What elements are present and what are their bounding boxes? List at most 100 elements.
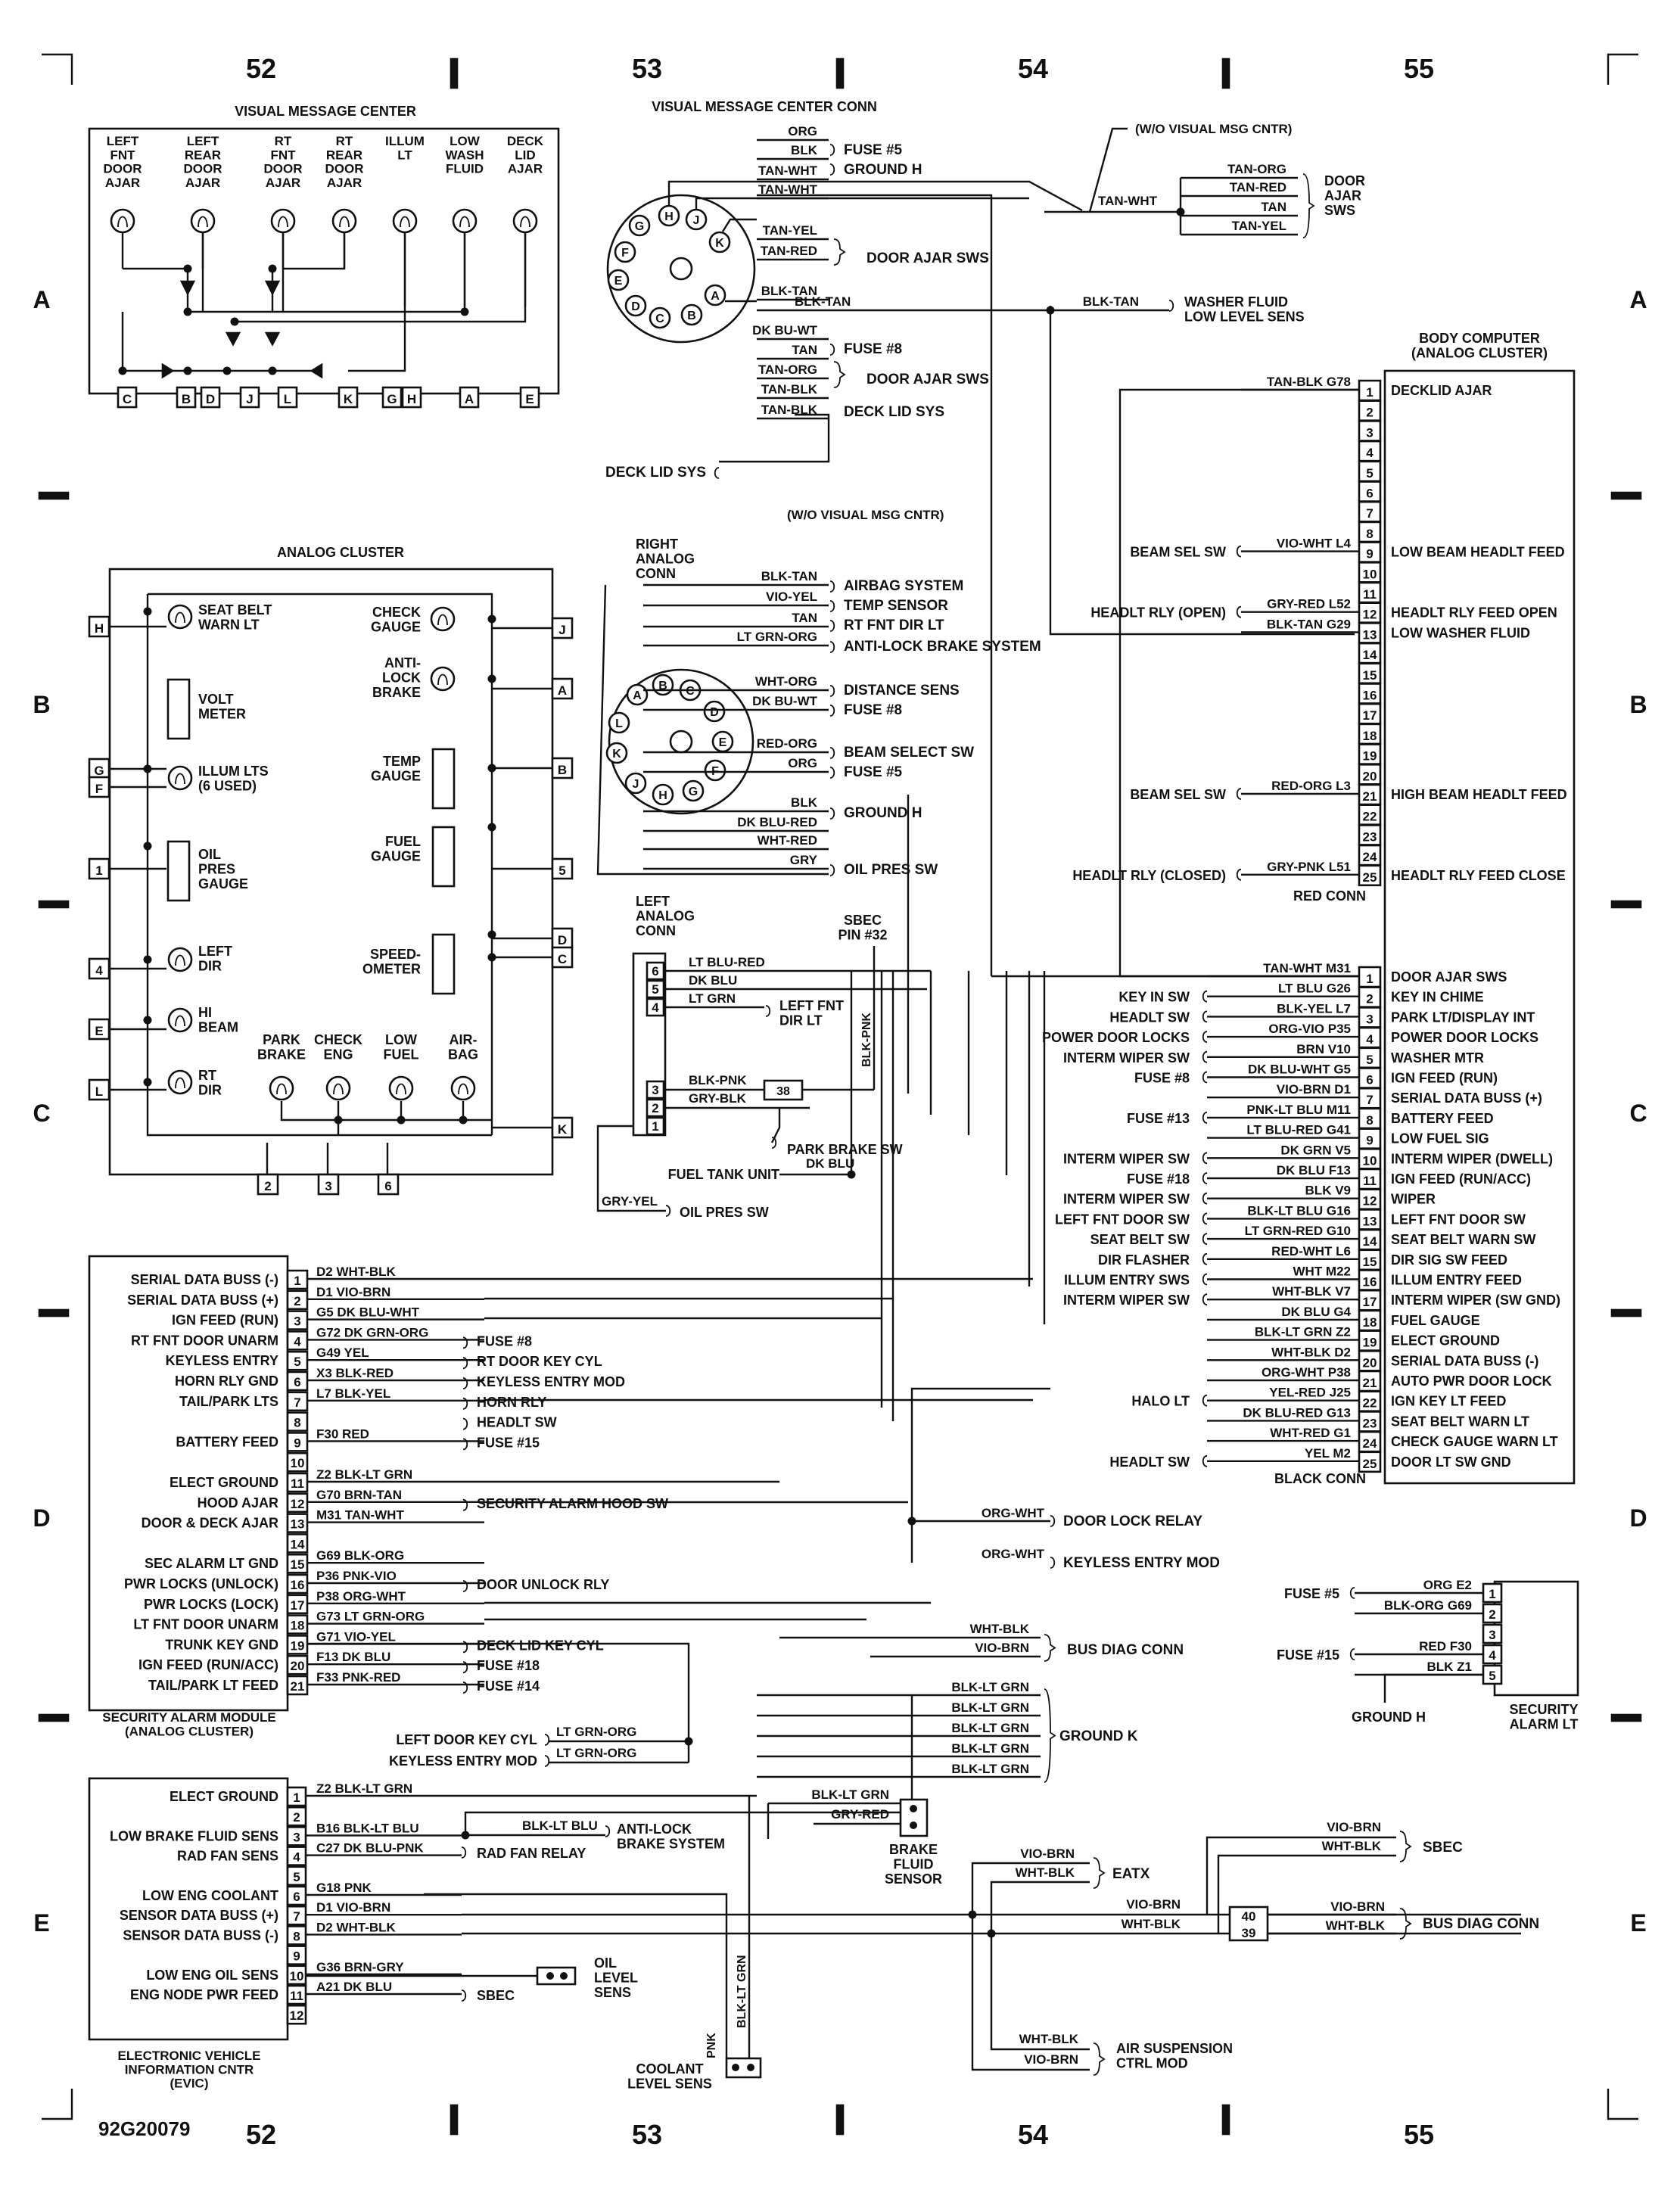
brace-icon — [1044, 1688, 1056, 1783]
body-computer-box — [1383, 369, 1576, 1485]
lamp-icon — [512, 208, 538, 234]
evic-function: LOW ENG OIL SENS — [146, 1968, 278, 1983]
evic-function: LOW ENG COOLANT — [142, 1888, 278, 1903]
row-letter: D — [33, 1504, 50, 1532]
security-module-function: LT FNT DOOR UNARM — [133, 1617, 278, 1632]
wire-color-label: GRY-PNK L51 — [1267, 860, 1351, 874]
body-computer-pin — [1358, 561, 1382, 583]
connector-arrow-icon — [461, 1846, 467, 1859]
brace-icon — [1093, 2042, 1106, 2076]
wire — [424, 1893, 728, 2058]
wire — [990, 1934, 1090, 2051]
pin-label: 6 — [1366, 1073, 1373, 1087]
lamp-icon — [167, 1069, 193, 1095]
volt-meter-icon — [166, 678, 191, 740]
cluster-pin — [551, 617, 574, 639]
wire-color-label: TAN-ORG — [1227, 162, 1286, 176]
wire-color-label: DK BLU-RED G13 — [1243, 1405, 1351, 1420]
lamp-filament — [520, 216, 530, 228]
splice-dot — [118, 366, 127, 375]
wire-color-label: F13 DK BLU — [316, 1650, 390, 1664]
connector-arrow-icon — [1202, 1293, 1208, 1306]
wire-color-label: BLK-PNK — [860, 1013, 873, 1067]
pin-label: 15 — [291, 1557, 305, 1572]
brace-icon — [1302, 173, 1315, 238]
fuel-gauge-icon — [431, 826, 456, 888]
column-number: 53 — [632, 2119, 662, 2150]
pin-label: 4 — [95, 963, 103, 978]
wire-color-label: VIO-WHT L4 — [1277, 537, 1352, 551]
pin-label: 3 — [294, 1314, 300, 1329]
body-computer-source: INTERM WIPER SW — [1063, 1151, 1190, 1166]
security-module-function: KEYLESS ENTRY — [166, 1353, 278, 1368]
wire-color-label: WHT-BLK — [1019, 2032, 1079, 2046]
pin-label: 5 — [1489, 1669, 1495, 1683]
keyway-icon — [669, 257, 693, 281]
splice-dot — [230, 317, 239, 326]
door-ajar-label: DOOR AJAR SWS — [866, 372, 989, 387]
wire-color-label: ORG-VIO P35 — [1268, 1022, 1351, 1036]
pin-label: B — [182, 392, 191, 406]
lamp-filament — [198, 216, 208, 228]
splice-label: 38 — [776, 1085, 790, 1098]
connector-arrow-icon — [1202, 1454, 1208, 1467]
connector-arrow-icon — [544, 1755, 550, 1767]
connector-arrow-icon — [462, 1580, 468, 1592]
wire-color-label: Z2 BLK-LT GRN — [316, 1467, 412, 1482]
connector-arrow-icon — [1202, 990, 1208, 1003]
wire-color-label: WHT-BLK D2 — [1271, 1345, 1351, 1359]
lamp-icon — [190, 208, 216, 234]
row-divider — [38, 1308, 70, 1318]
wire-color-label: ORG-WHT — [982, 1506, 1045, 1520]
splice-dot — [268, 366, 277, 375]
pin-label: 13 — [1363, 627, 1377, 642]
pin-label: 4 — [1366, 446, 1374, 460]
evic-pin — [286, 1965, 307, 1986]
connector-arrow-icon — [1236, 545, 1242, 558]
column-number: 54 — [1018, 2119, 1048, 2150]
body-computer-function: BATTERY FEED — [1391, 1111, 1494, 1126]
without-vmc-label: (W/O VISUAL MSG CNTR) — [787, 508, 944, 522]
wire-color-label: ORG — [788, 756, 817, 770]
right-analog-pin-label: J — [633, 778, 639, 791]
wire — [1206, 1836, 1396, 1915]
lamp-filament — [396, 1083, 406, 1095]
pin-label: 19 — [291, 1638, 305, 1653]
wire-color-label: G18 PNK — [316, 1881, 372, 1895]
wire-color-label: F33 PNK-RED — [316, 1670, 400, 1685]
wire-color-label: Z2 BLK-LT GRN — [316, 1781, 412, 1796]
connector-arrow-icon — [462, 1438, 468, 1451]
right-analog-label: RT FNT DIR LT — [844, 618, 944, 633]
pin-label: 2 — [264, 1179, 271, 1193]
wire-color-label: BLK-TAN — [1083, 294, 1139, 309]
body-computer-source: INTERM WIPER SW — [1063, 1192, 1190, 1207]
connector-arrow-icon — [1168, 300, 1174, 312]
right-analog-pin — [605, 742, 628, 764]
wire-color-label: BLK-LT GRN — [951, 1700, 1029, 1715]
row-divider — [38, 900, 70, 909]
body-computer-pin — [1358, 481, 1382, 502]
wire — [667, 180, 1083, 212]
body-computer-pin — [1358, 743, 1382, 765]
vmc-conn-pin — [680, 303, 703, 326]
wire-color-label: BLK-LT GRN — [811, 1787, 889, 1802]
wire-color-label: ORG-WHT P38 — [1262, 1365, 1351, 1380]
lamp-filament — [458, 1083, 468, 1095]
lamp-icon — [430, 666, 456, 692]
vmc-title: VISUAL MESSAGE CENTER — [235, 104, 416, 119]
security-module-pin — [286, 1432, 309, 1452]
pin-label: J — [246, 392, 253, 406]
wire-color-label: VIO-BRN — [1020, 1846, 1075, 1861]
vmc-conn-pin-label: A — [711, 290, 720, 303]
pin-label: 1 — [294, 1274, 300, 1288]
deck-lid-label: DECK LID SYS — [844, 404, 944, 420]
column-number: 53 — [632, 53, 662, 84]
security-module-function: RT FNT DOOR UNARM — [131, 1333, 278, 1348]
connector-arrow-icon — [1202, 1192, 1208, 1205]
lamp-filament — [437, 674, 448, 686]
splice-dot — [334, 1115, 343, 1125]
lamp-icon — [331, 208, 357, 234]
body-computer-pin — [1358, 864, 1382, 887]
